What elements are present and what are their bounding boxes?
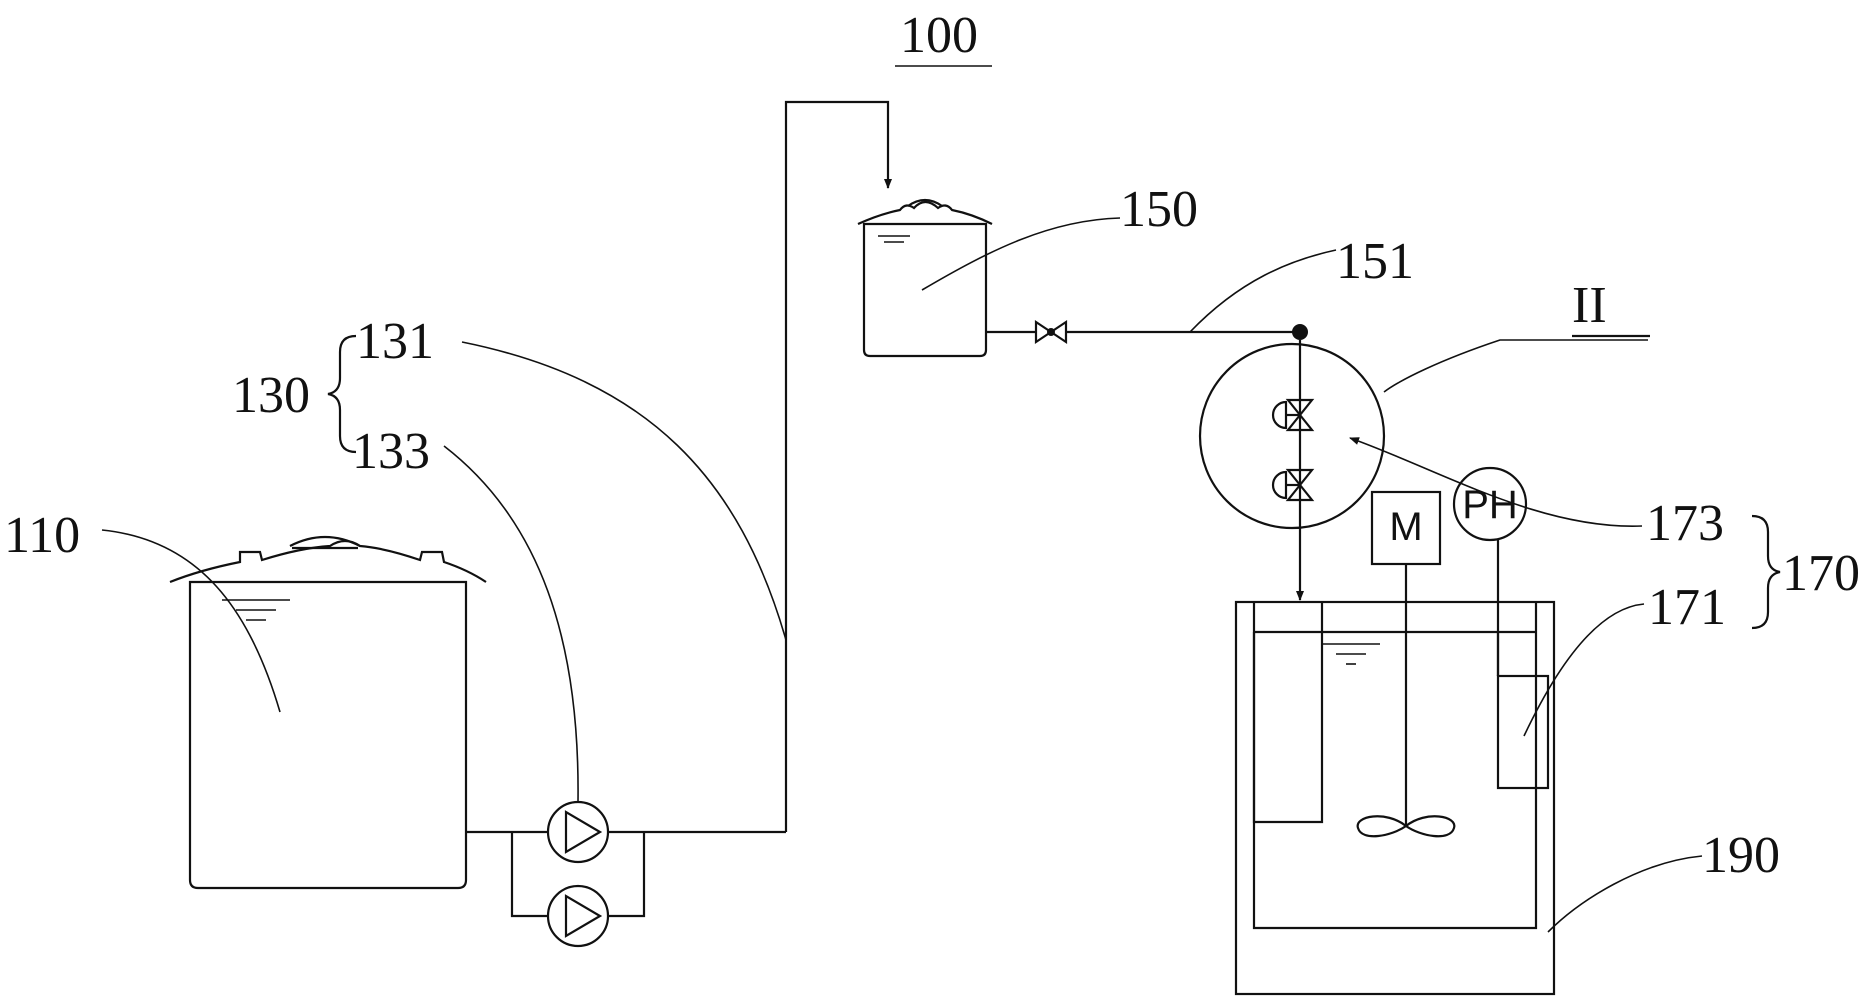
label-150: 150 xyxy=(1120,181,1198,238)
label-100: 100 xyxy=(900,7,978,64)
detail-ii xyxy=(1198,340,1386,601)
pump-group xyxy=(466,800,786,948)
head-tank xyxy=(857,198,993,358)
feed-pipe xyxy=(986,319,1308,345)
label-171: 171 xyxy=(1648,579,1726,636)
pump-icon xyxy=(546,884,610,948)
brace-130 xyxy=(327,334,357,454)
brace-170 xyxy=(1751,514,1781,630)
label-110: 110 xyxy=(4,507,80,564)
riser-pipe xyxy=(784,100,892,832)
stirrer xyxy=(1356,490,1456,838)
label-133: 133 xyxy=(352,423,430,480)
valve-icon xyxy=(1034,319,1068,345)
label-131: 131 xyxy=(356,313,434,370)
control-valve-icon xyxy=(1285,398,1315,432)
junction-node xyxy=(1292,324,1308,340)
control-valve-icon xyxy=(1285,468,1315,502)
motor-label: M xyxy=(1389,505,1422,549)
ph-label: PH xyxy=(1462,483,1518,527)
label-151: 151 xyxy=(1336,233,1414,290)
label-ii: II xyxy=(1572,277,1607,334)
reaction-tank xyxy=(1234,600,1556,996)
ph-meter xyxy=(1452,466,1550,790)
label-170: 170 xyxy=(1782,545,1860,602)
label-190: 190 xyxy=(1702,827,1780,884)
leader-lines xyxy=(101,65,1703,933)
label-130: 130 xyxy=(232,367,310,424)
label-173: 173 xyxy=(1646,495,1724,552)
raw-tank xyxy=(169,536,487,890)
